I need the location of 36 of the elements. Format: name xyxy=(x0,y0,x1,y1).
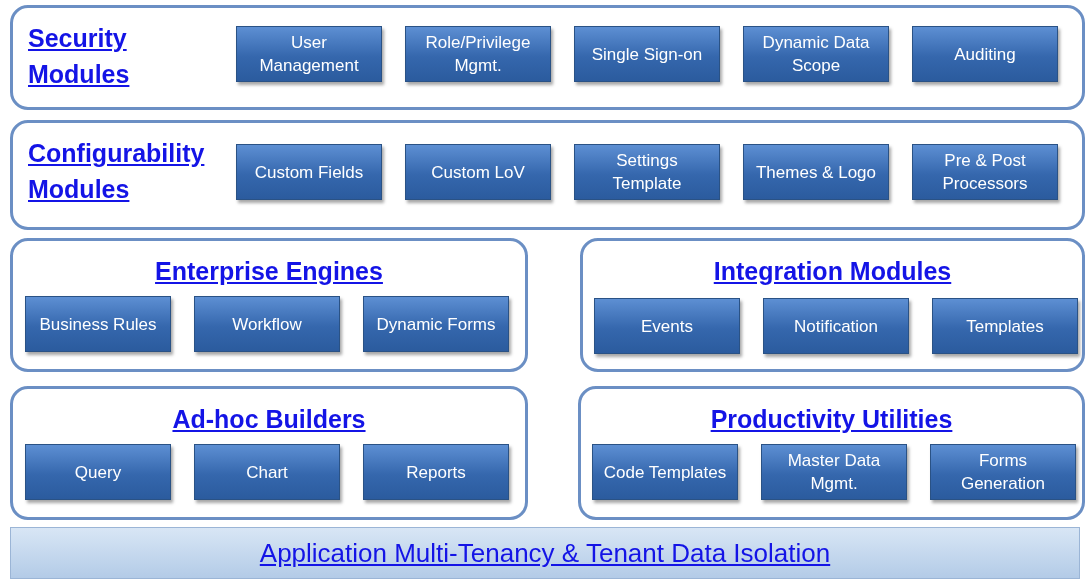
module-panel xyxy=(580,238,1085,372)
module-box: Master Data Mgmt. xyxy=(761,444,907,500)
module-box: Query xyxy=(25,444,171,500)
module-box: Code Templates xyxy=(592,444,738,500)
module-box: Templates xyxy=(932,298,1078,354)
module-box: Chart xyxy=(194,444,340,500)
module-box: Dynamic Forms xyxy=(363,296,509,352)
module-box: Role/Privilege Mgmt. xyxy=(405,26,551,82)
module-box: Custom LoV xyxy=(405,144,551,200)
module-box: Dynamic Data Scope xyxy=(743,26,889,82)
platform-band xyxy=(10,527,1080,579)
band-title: Application Multi-Tenancy & Tenant Data Isolation xyxy=(259,537,831,569)
panel-heading: Integration Modules xyxy=(713,256,952,287)
module-box: Forms Generation xyxy=(930,444,1076,500)
panel-heading: Configurability Modules xyxy=(28,138,206,205)
module-box: Single Sign-on xyxy=(574,26,720,82)
module-box: Business Rules xyxy=(25,296,171,352)
module-box: Notification xyxy=(763,298,909,354)
module-box: Custom Fields xyxy=(236,144,382,200)
module-box: Reports xyxy=(363,444,509,500)
module-box: Themes & Logo xyxy=(743,144,889,200)
panel-heading: Enterprise Engines xyxy=(155,256,383,287)
module-panel xyxy=(10,5,1085,110)
module-box: User Management xyxy=(236,26,382,82)
module-box: Settings Template xyxy=(574,144,720,200)
module-panel xyxy=(10,238,528,372)
module-panel xyxy=(10,120,1085,230)
module-box: Events xyxy=(594,298,740,354)
panel-heading: Ad-hoc Builders xyxy=(172,404,366,435)
panel-heading: Productivity Utilities xyxy=(710,404,953,435)
module-box: Pre & Post Processors xyxy=(912,144,1058,200)
panel-heading: Security Modules xyxy=(28,23,131,90)
module-panel xyxy=(578,386,1085,520)
module-box: Workflow xyxy=(194,296,340,352)
module-box: Auditing xyxy=(912,26,1058,82)
module-panel xyxy=(10,386,528,520)
